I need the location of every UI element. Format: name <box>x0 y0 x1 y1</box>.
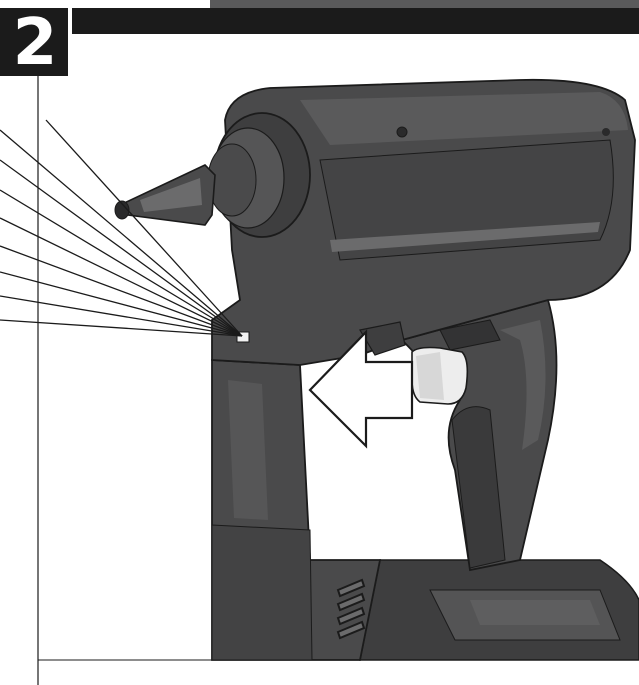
previous-panel-edge <box>210 0 639 10</box>
tool-nozzle <box>114 164 216 226</box>
trigger <box>411 346 469 405</box>
tool-lower-body <box>211 359 382 661</box>
trigger-housing <box>359 319 501 356</box>
step-number: 2 <box>12 6 58 80</box>
indicator-marker <box>236 331 250 343</box>
step-badge: 2 <box>0 6 72 80</box>
battery-pack <box>359 559 639 661</box>
step-header-bar <box>0 8 639 34</box>
tool-upper-body <box>211 78 636 366</box>
callout-leaders <box>0 119 243 337</box>
arrow-left-icon <box>308 329 414 449</box>
tool-nozzle-collar <box>207 112 311 238</box>
